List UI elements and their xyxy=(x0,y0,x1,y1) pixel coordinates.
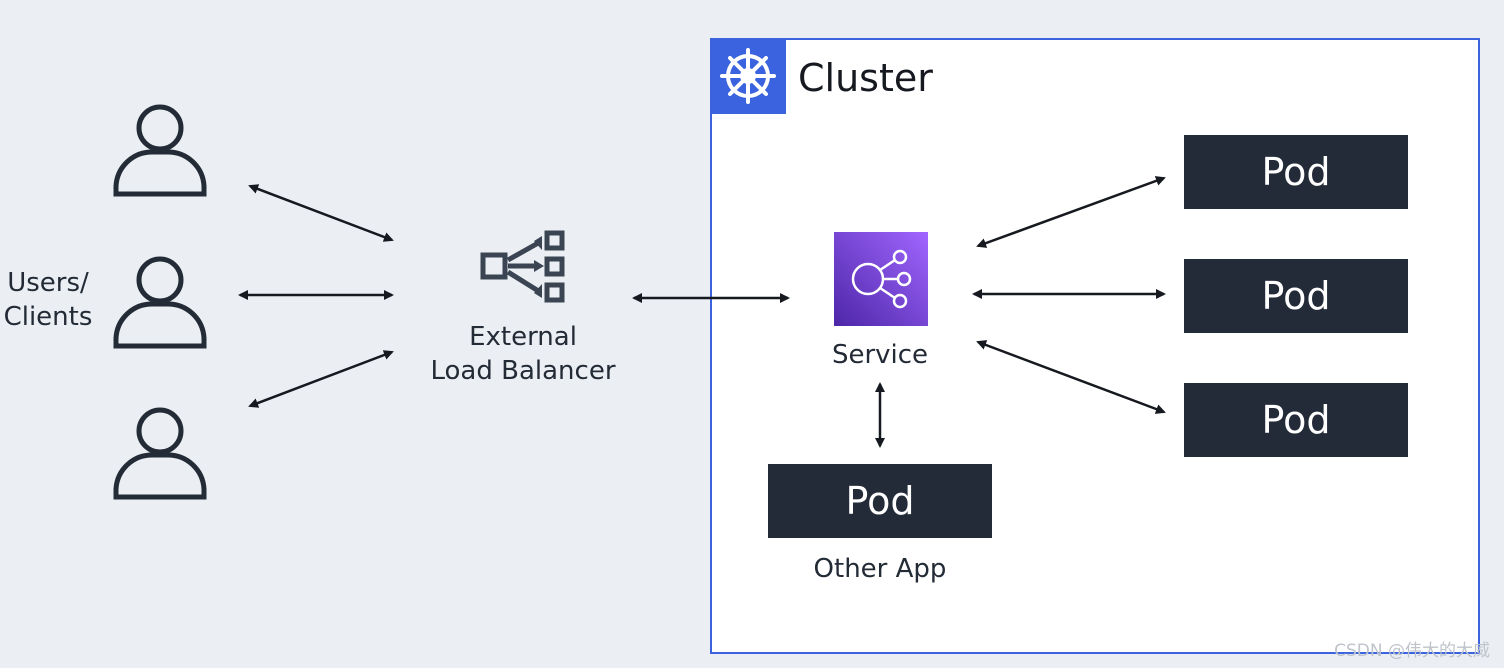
pod-3: Pod xyxy=(1184,383,1408,457)
other-app-pod: Pod xyxy=(768,464,992,538)
users-clients-label: Users/ Clients xyxy=(3,268,93,332)
arrow-service-pod1 xyxy=(976,176,1166,248)
load-balancer-label: External Load Balancer xyxy=(430,322,616,386)
user-icon xyxy=(113,256,207,349)
pod-1: Pod xyxy=(1184,135,1408,209)
load-balancer-icon xyxy=(480,230,565,303)
service-label: Service xyxy=(831,340,929,370)
pod-2: Pod xyxy=(1184,259,1408,333)
cluster-title: Cluster xyxy=(798,56,933,100)
user-icon xyxy=(113,407,207,500)
watermark: CSDN @伟大的大威 xyxy=(1334,641,1490,661)
arrow-user3-lb xyxy=(248,350,394,408)
arrow-service-pod3 xyxy=(976,340,1166,414)
arrow-user1-lb xyxy=(248,184,394,242)
other-app-label: Other App xyxy=(813,554,947,584)
service-icon xyxy=(834,232,928,326)
kubernetes-wheel-icon xyxy=(710,38,786,114)
user-icon xyxy=(113,104,207,197)
